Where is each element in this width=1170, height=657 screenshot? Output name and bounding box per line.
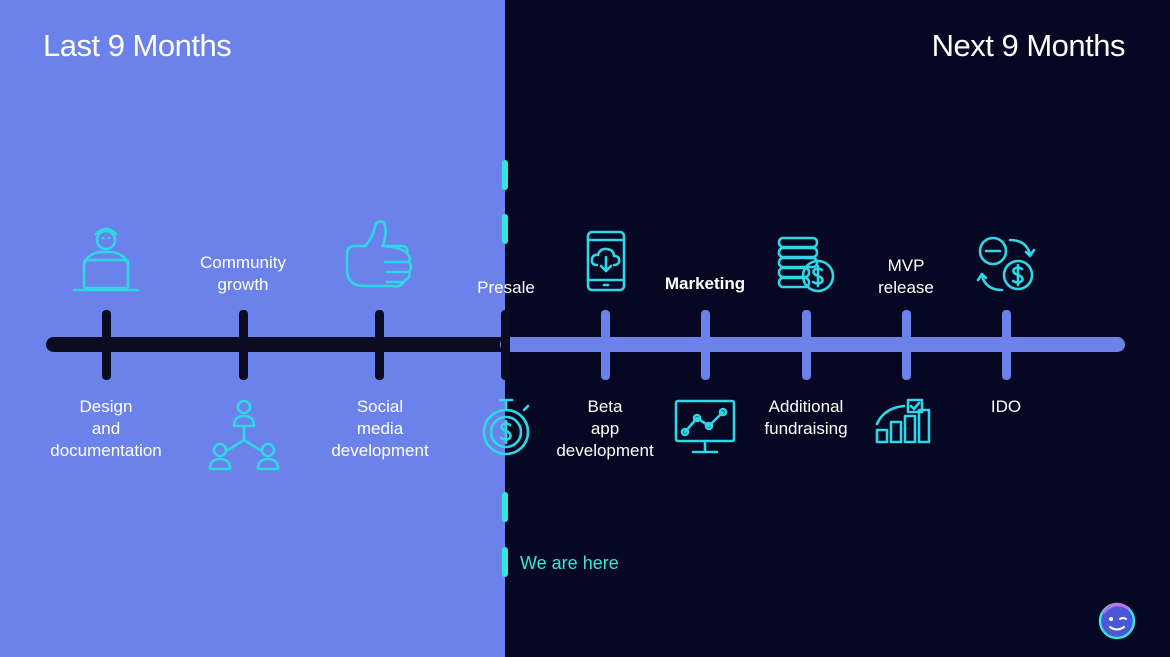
marker-dash [502,160,508,190]
marker-dash [502,547,508,577]
tick-community [239,310,248,380]
tick-presale [501,310,510,380]
tick-beta [601,310,610,380]
past-panel [0,0,505,657]
tick-social [375,310,384,380]
timeline-future-bar [500,337,1125,352]
mobile-download-icon [585,229,627,293]
mascot-logo-icon [1094,596,1140,647]
tick-marketing [701,310,710,380]
thumbs-up-icon [343,218,415,292]
timeline-past-bar [46,337,508,352]
label-mvp: MVP release [878,256,934,297]
tick-fundraising [802,310,811,380]
team-network-icon [206,398,282,472]
label-ido: IDO [990,397,1022,416]
tick-design [102,310,111,380]
label-social: Social media development [331,397,429,460]
label-beta: Beta app development [556,397,654,460]
bar-chart-check-icon [874,398,940,444]
coins-stack-icon [776,234,836,296]
label-fundraising: Additional fundraising [764,397,848,438]
header-last-9-months: Last 9 Months [43,28,232,63]
label-design: Design and documentation [50,397,162,460]
monitor-chart-icon [673,398,737,456]
label-marketing: Marketing [664,274,746,293]
tick-mvp [902,310,911,380]
person-laptop-icon [70,222,142,296]
we-are-here-label: We are here [520,553,619,573]
stopwatch-dollar-icon [480,396,534,460]
label-community: Community growth [200,253,286,294]
currency-exchange-icon [976,234,1038,296]
future-panel [505,0,1170,657]
label-presale: Presale [477,278,535,297]
marker-dash [502,492,508,522]
tick-ido [1002,310,1011,380]
header-next-9-months: Next 9 Months [931,28,1126,63]
marker-dash [502,214,508,244]
